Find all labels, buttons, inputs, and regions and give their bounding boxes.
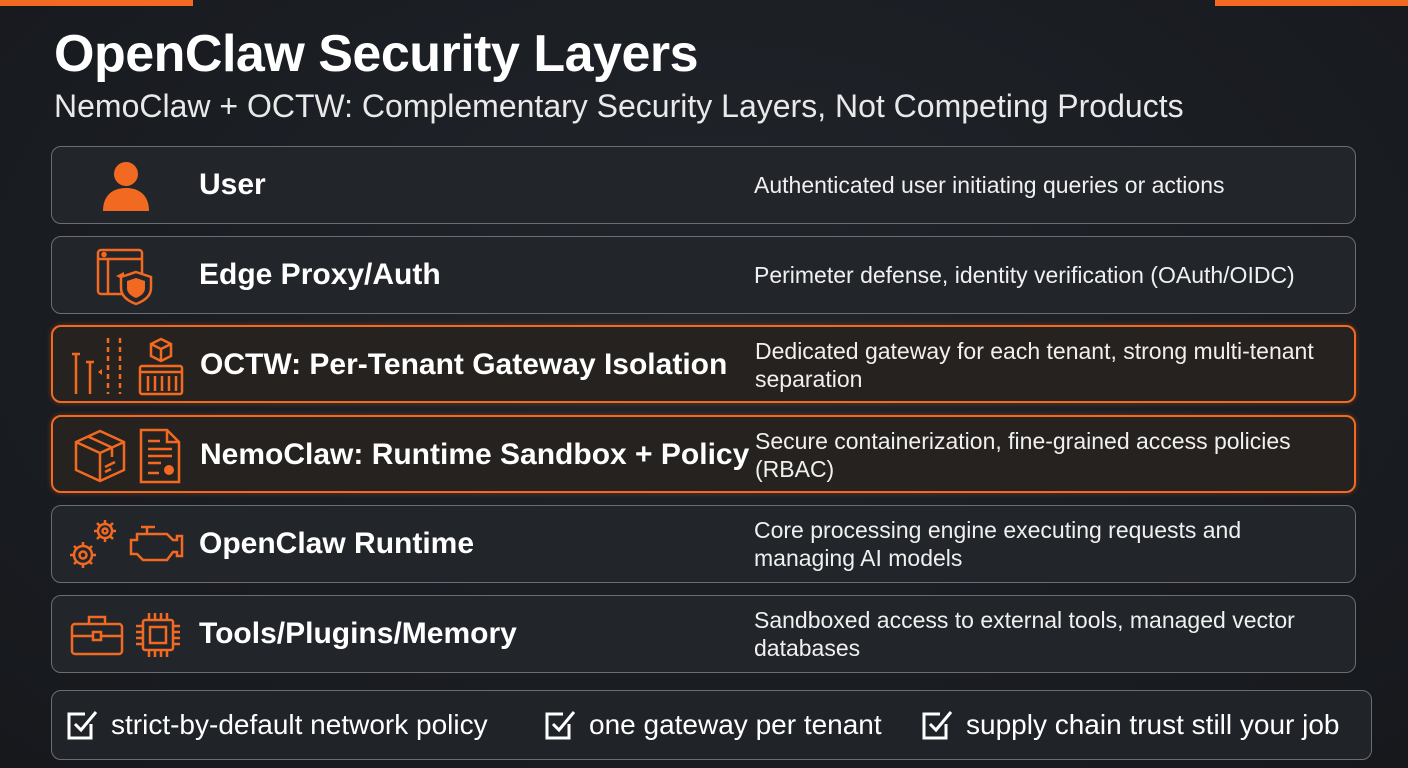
layer-description: Core processing engine executing request… — [754, 517, 1242, 571]
layer-nemoclaw-sandbox: NemoClaw: Runtime Sandbox + Policy Secur… — [51, 415, 1356, 493]
layer-description: Perimeter defense, identity verification… — [754, 262, 1295, 288]
accent-bar-left — [0, 0, 193, 6]
layer-icons — [66, 513, 186, 577]
user-icon — [103, 162, 149, 211]
browser-shield-icon — [96, 248, 153, 306]
checklist-item: one gateway per tenant — [543, 691, 882, 759]
checkbox-checked-icon — [922, 711, 953, 740]
toolbox-icon — [70, 615, 124, 656]
layer-openclaw-runtime: OpenClaw Runtime Core processing engine … — [51, 505, 1356, 583]
layer-description: Authenticated user initiating queries or… — [754, 172, 1225, 198]
layer-icons — [66, 244, 186, 308]
page-subtitle: NemoClaw + OCTW: Complementary Security … — [54, 88, 1184, 124]
layer-description: Sandboxed access to external tools, mana… — [754, 607, 1295, 661]
layer-name: Tools/Plugins/Memory — [199, 617, 517, 650]
layer-edge-proxy-auth: Edge Proxy/Auth Perimeter defense, ident… — [51, 236, 1356, 314]
gears-icon — [70, 520, 116, 568]
policy-document-icon — [139, 428, 181, 484]
layer-icons — [67, 424, 187, 488]
layer-icons — [66, 154, 186, 218]
layer-user: User Authenticated user initiating queri… — [51, 146, 1356, 224]
checklist-item: strict-by-default network policy — [65, 691, 488, 759]
checklist-item: supply chain trust still your job — [920, 691, 1340, 759]
layer-name: OCTW: Per-Tenant Gateway Isolation — [200, 348, 728, 381]
package-box-icon — [74, 429, 126, 483]
layer-octw-gateway: OCTW: Per-Tenant Gateway Isolation Dedic… — [51, 325, 1356, 403]
page-title: OpenClaw Security Layers — [54, 25, 699, 83]
layer-name: Edge Proxy/Auth — [199, 258, 441, 291]
gateway-barrier-icon — [72, 338, 122, 394]
layer-tools-plugins-memory: Tools/Plugins/Memory Sandboxed access to… — [51, 595, 1356, 673]
layer-description: Dedicated gateway for each tenant, stron… — [755, 338, 1314, 392]
tenant-container-icon — [138, 337, 184, 396]
engine-icon — [129, 525, 184, 562]
layer-description: Secure containerization, fine-grained ac… — [755, 428, 1291, 482]
checklist-bar: strict-by-default network policy one gat… — [51, 690, 1372, 760]
layer-name: OpenClaw Runtime — [199, 527, 475, 560]
checkbox-checked-icon — [545, 711, 576, 740]
checklist-label: supply chain trust still your job — [966, 709, 1340, 740]
checkbox-checked-icon — [67, 711, 98, 740]
layer-icons — [67, 334, 187, 398]
chip-icon — [136, 613, 180, 657]
accent-bar-right — [1215, 0, 1408, 6]
layer-name: User — [199, 168, 266, 201]
checklist-label: strict-by-default network policy — [111, 709, 488, 740]
layer-name: NemoClaw: Runtime Sandbox + Policy — [200, 438, 750, 471]
checklist-label: one gateway per tenant — [589, 709, 882, 740]
layer-icons — [66, 603, 186, 667]
